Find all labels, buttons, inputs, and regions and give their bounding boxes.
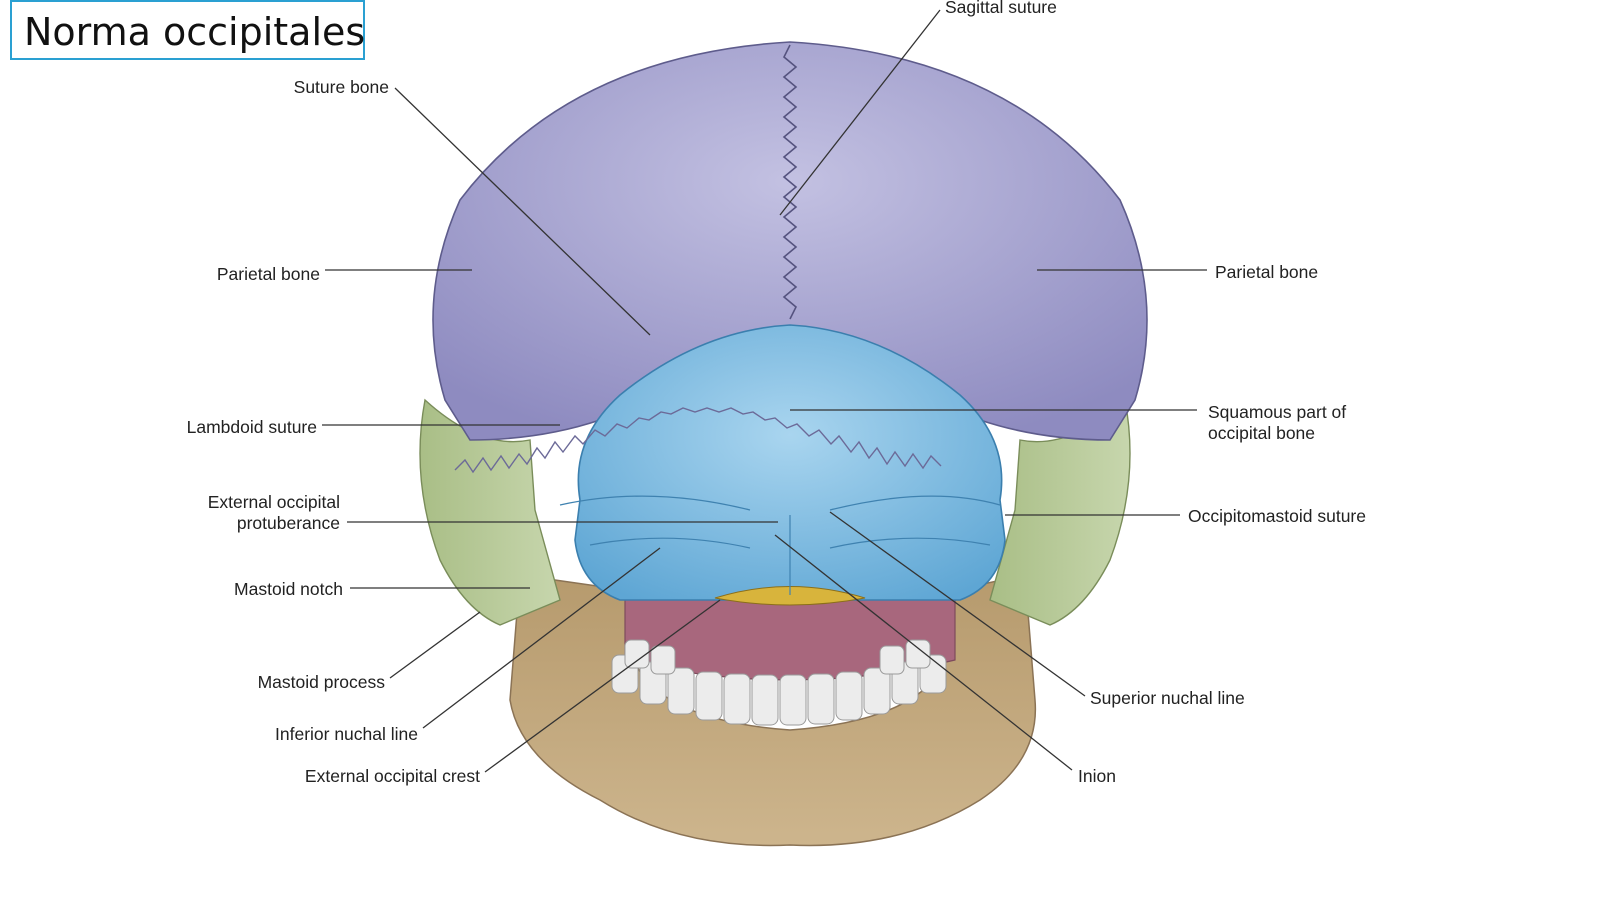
- label-superior-nuchal-line: Superior nuchal line: [1090, 688, 1245, 708]
- label-mastoid-process: Mastoid process: [258, 672, 386, 692]
- label-lambdoid-suture: Lambdoid suture: [187, 417, 317, 437]
- label-sagittal-suture: Sagittal suture: [945, 0, 1057, 17]
- slide-title: Norma occipitales: [10, 0, 365, 60]
- label-inferior-nuchal-line: Inferior nuchal line: [275, 724, 418, 744]
- label-ext-occ-protuberance-line2: protuberance: [237, 513, 340, 533]
- superior-nuchal-line-right: [829, 495, 1001, 511]
- lambdoid-suture: [454, 407, 942, 474]
- foramen-magnum: [714, 586, 866, 606]
- label-mastoid-notch: Mastoid notch: [234, 579, 343, 599]
- label-external-occipital-crest: External occipital crest: [305, 766, 480, 786]
- sagittal-suture: [782, 44, 798, 320]
- inferior-nuchal-line-left: [589, 537, 751, 549]
- teeth: [611, 639, 947, 726]
- superior-nuchal-line-left: [559, 495, 751, 511]
- label-squamous-line2: occipital bone: [1208, 423, 1315, 443]
- label-squamous-line1: Squamous part of: [1208, 402, 1346, 422]
- label-suture-bone: Suture bone: [294, 77, 389, 97]
- label-parietal-bone-left: Parietal bone: [217, 264, 320, 284]
- label-occipitomastoid-suture: Occipitomastoid suture: [1188, 506, 1366, 526]
- inferior-nuchal-line-right: [829, 537, 991, 549]
- label-inion: Inion: [1078, 766, 1116, 786]
- label-ext-occ-protuberance-line1: External occipital: [208, 492, 340, 512]
- label-parietal-bone-right: Parietal bone: [1215, 262, 1318, 282]
- leader-lines: [322, 9, 1207, 773]
- mandible: [509, 574, 1037, 847]
